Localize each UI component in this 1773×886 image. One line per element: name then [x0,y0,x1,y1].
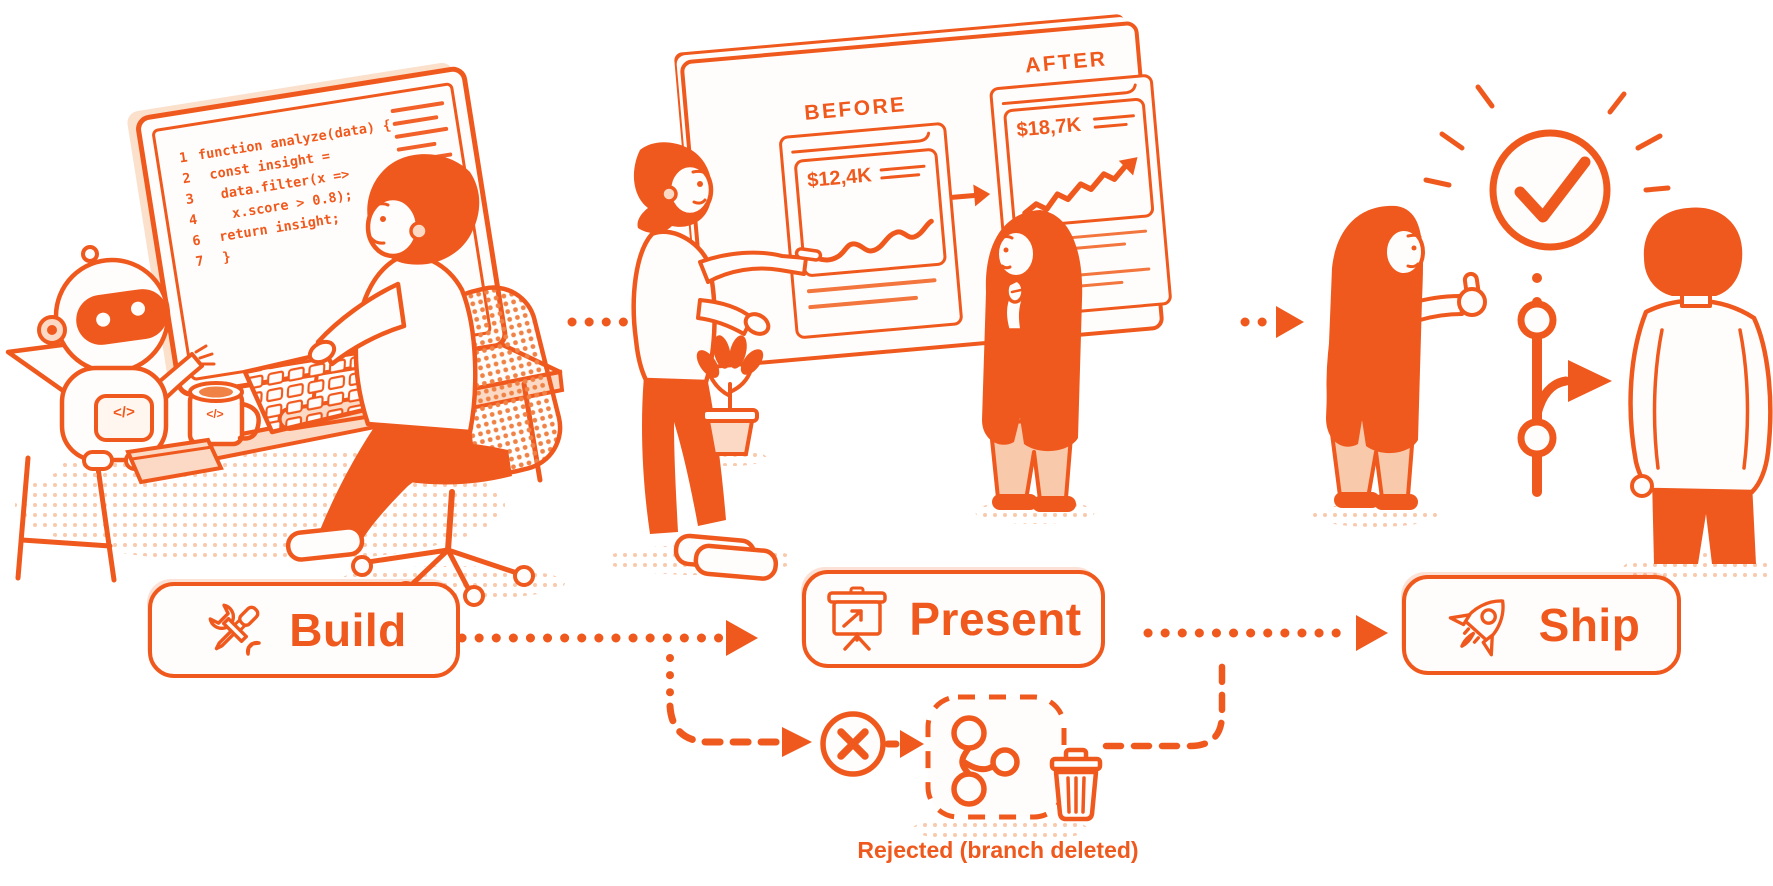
text-line [1092,114,1136,121]
scene-arrow-2 [1240,306,1304,338]
step-label: Ship [1538,599,1641,651]
text-line [808,295,919,309]
after-metric-card: $18,7K [1002,97,1155,230]
before-metric-card: $12,4K [793,147,948,278]
check-text-lines [1059,226,1149,260]
before-heading: BEFORE [803,93,908,125]
text-line [806,278,937,293]
rejected-caption: Rejected (branch deleted) [857,837,1139,863]
projection-screen-icon [827,586,888,651]
keyboard [242,329,451,435]
after-line-chart [1022,157,1138,216]
office-chair [351,285,563,607]
panel-topbar [1001,83,1137,106]
approval-check-icon [1423,84,1671,283]
text-line [880,173,921,180]
flow-present-ship [1143,615,1388,651]
step-label: Build [289,604,407,656]
before-line-chart [812,218,934,263]
scene-arrow-1 [567,306,678,338]
text-line [1093,122,1128,129]
robot-visor [76,289,168,345]
robot [37,245,216,480]
robot-chest-badge: </> [112,403,136,422]
step-badge-ship: Ship [1402,575,1681,675]
after-panel: $18,7K [988,73,1173,319]
text-line [879,164,926,172]
flow-reject-branch [666,650,1226,822]
flow-build-present [457,620,758,656]
stakeholder-figure [1628,207,1773,564]
before-panel: $12,4K [778,121,964,340]
step-badge-present: Present [802,570,1105,668]
after-value: $18,7K [1015,113,1082,142]
check-circle-icon [1018,237,1049,268]
step-label: Present [909,593,1082,645]
check-text-lines [1062,263,1152,297]
git-merge-icon [1517,297,1612,497]
after-heading: AFTER [1024,47,1109,78]
mug-code-label: </> [206,407,224,421]
whiteboard: BEFORE AFTER $12,4K [679,20,1173,370]
trash-icon [1049,747,1103,822]
before-value: $12,4K [806,164,873,192]
check-item [1018,263,1152,308]
panel-topbar [791,131,931,154]
git-share-icon [951,715,1020,807]
step-badge-build: Build [148,582,460,678]
x-circle-icon [820,711,886,777]
desk [5,297,565,583]
before-after-arrow [950,184,991,207]
notebook [125,437,224,485]
tools-icon [208,603,261,656]
rocket-icon [1448,599,1505,657]
check-circle-icon [1021,275,1052,306]
check-item [1015,226,1149,271]
deleted-branch-box [925,694,1067,820]
approver-figure [1326,205,1487,510]
